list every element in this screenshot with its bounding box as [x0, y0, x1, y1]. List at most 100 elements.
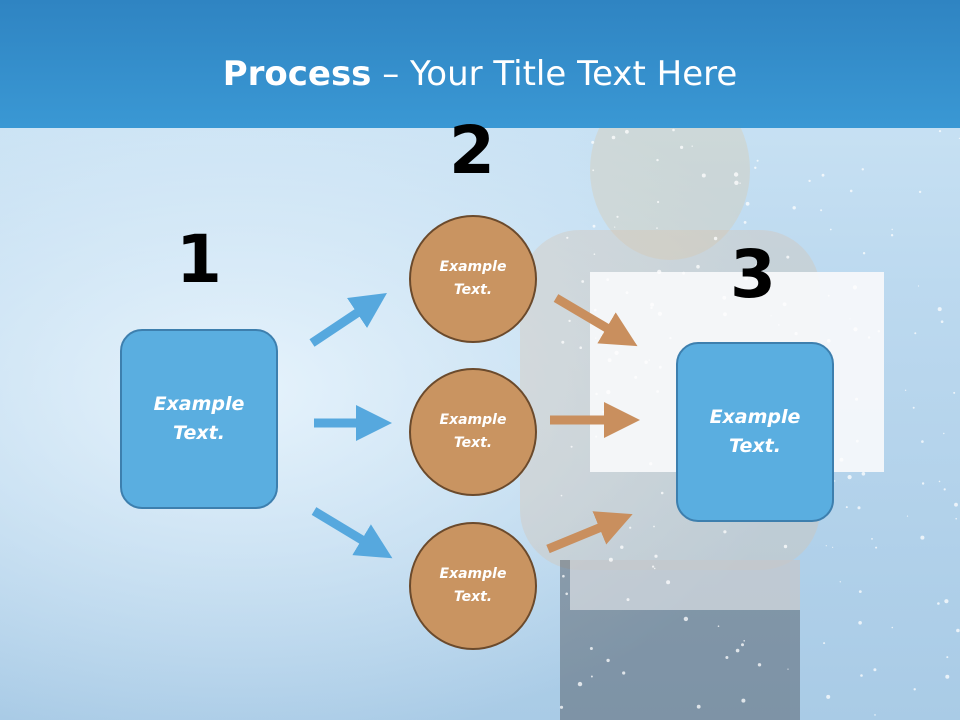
sparkle: [861, 168, 864, 171]
sparkle: [672, 128, 675, 132]
sparkle: [912, 406, 915, 409]
sparkle: [650, 302, 654, 307]
sparkle: [871, 538, 873, 540]
sparkle: [625, 291, 629, 294]
sparkle: [821, 173, 825, 177]
sparkle: [862, 252, 866, 255]
sparkle: [683, 616, 689, 622]
sparkle: [595, 392, 598, 396]
sparkle: [832, 546, 834, 548]
sparkle: [723, 312, 727, 317]
sparkle: [877, 330, 880, 333]
sparkle: [653, 525, 655, 528]
sparkle: [956, 628, 960, 633]
sparkle: [608, 557, 613, 562]
sparkle: [792, 206, 796, 210]
step-number-3: 3: [730, 236, 776, 313]
circle-top-text: Example Text.: [439, 259, 507, 298]
sparkle: [722, 295, 727, 300]
title-band: [0, 0, 960, 128]
sparkle: [823, 642, 826, 645]
step-3-text: Example Text.: [709, 406, 801, 457]
sparkle: [890, 234, 894, 237]
sparkle: [873, 668, 877, 672]
sparkle: [849, 189, 853, 193]
sparkle: [657, 200, 660, 204]
title-bold: Process: [222, 54, 372, 94]
sparkle: [611, 135, 616, 140]
sparkle: [787, 668, 789, 670]
step-1-box: Example Text.: [120, 329, 278, 509]
sparkle: [656, 390, 659, 393]
sparkle: [566, 236, 569, 239]
sparkle: [874, 714, 876, 716]
sparkle: [825, 545, 827, 547]
sparkle: [723, 530, 727, 534]
step-2-circle-top: Example Text.: [409, 215, 537, 343]
sparkle: [938, 130, 942, 133]
sparkle: [757, 663, 762, 667]
sparkle: [839, 457, 844, 462]
sparkle: [733, 172, 739, 177]
sparkle: [847, 475, 852, 480]
sparkle: [669, 337, 672, 340]
sparkle: [827, 339, 831, 343]
sparkle: [648, 359, 650, 361]
sparkle: [696, 264, 700, 269]
sparkle: [918, 190, 922, 194]
sparkle: [606, 390, 611, 395]
sparkle: [858, 621, 862, 625]
sparkle: [656, 227, 658, 229]
sparkle: [592, 224, 596, 228]
sparkle: [745, 201, 750, 206]
sparkle: [622, 671, 626, 675]
step-1-text: Example Text.: [153, 393, 245, 444]
circle-bottom-text: Example Text.: [439, 566, 507, 605]
sparkle: [568, 319, 571, 323]
sparkle: [858, 590, 862, 593]
sparkle: [570, 445, 573, 448]
sparkle: [808, 179, 811, 183]
sparkle: [937, 307, 942, 312]
sparkle: [741, 698, 746, 703]
sparkle: [595, 435, 598, 438]
sparkle: [717, 625, 720, 627]
sparkle: [891, 228, 893, 231]
sparkle: [741, 643, 744, 647]
arrow-to-circle-bottom: [311, 507, 393, 559]
sparkle: [593, 253, 596, 255]
sparkle: [559, 705, 564, 709]
sparkle: [829, 228, 832, 231]
sparkle: [943, 432, 945, 435]
sparkle: [778, 324, 780, 326]
sparkle: [565, 592, 568, 596]
step-2-circle-bottom: Example Text.: [409, 522, 537, 650]
sparkle: [735, 648, 740, 653]
sparkle: [754, 166, 757, 169]
sparkle: [849, 318, 851, 320]
sparkle: [590, 675, 593, 678]
sparkle: [914, 332, 917, 335]
sparkle: [579, 346, 582, 350]
sparkle: [891, 626, 894, 629]
sparkle: [904, 389, 907, 391]
sparkle: [861, 472, 866, 476]
step-number-1: 1: [176, 221, 222, 298]
sparkle: [756, 159, 759, 162]
sparkle: [906, 515, 909, 517]
circle-middle-text: Example Text.: [439, 412, 507, 451]
sparkle: [594, 308, 597, 312]
sparkle: [953, 391, 956, 394]
sparkle: [834, 480, 836, 482]
sparkle: [595, 337, 597, 339]
sparkle: [921, 482, 925, 485]
sparkle: [786, 255, 790, 259]
sparkle: [755, 264, 759, 268]
sparkle: [634, 375, 638, 379]
sparkle: [839, 581, 841, 583]
sparkle: [940, 320, 944, 324]
sparkle: [955, 517, 957, 520]
sparkle: [626, 598, 630, 602]
